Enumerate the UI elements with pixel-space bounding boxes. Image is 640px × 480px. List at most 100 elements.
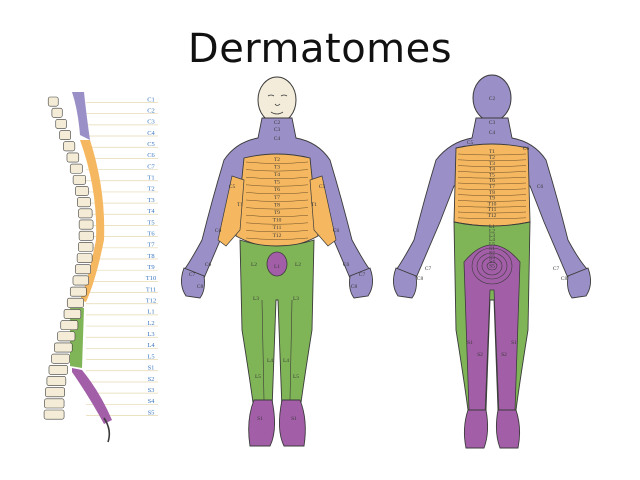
back-lumbar-label: L1 — [489, 224, 495, 230]
back-lumbar-label: S4 — [489, 259, 495, 265]
coccyx — [103, 417, 111, 443]
front-leg-label: L3 — [253, 296, 259, 302]
vertebra — [72, 174, 86, 185]
front-arm-label: T1 — [237, 202, 243, 208]
vertebrae — [43, 96, 94, 420]
front-leg-label: L3 — [293, 296, 299, 302]
back-trunk-band — [457, 200, 527, 202]
back-arm-label: C7 — [553, 266, 560, 272]
front-arm-label: C5 — [319, 184, 326, 190]
back-trunk-band — [457, 205, 527, 208]
front-chest-label: T10 — [273, 218, 282, 224]
vertebra — [57, 331, 76, 342]
spine-level-label: L1 — [147, 309, 154, 316]
front-leg-label: L5 — [293, 374, 299, 380]
spinal-cord-thoracic — [80, 140, 105, 302]
back-right-foot — [495, 409, 521, 449]
front-neck-label: C3 — [274, 127, 281, 133]
front-leg-label: L5 — [255, 374, 261, 380]
vertebra — [66, 297, 84, 308]
vertebra — [78, 230, 94, 241]
spinal-cord-cervical — [72, 92, 90, 140]
back-trunk-band — [457, 211, 527, 214]
vertebra — [69, 163, 83, 174]
front-arm-label: C5 — [229, 184, 236, 190]
slide-title: Dermatomes — [187, 26, 453, 72]
front-chest-band — [245, 169, 309, 172]
back-trunk-band — [457, 182, 527, 185]
back-lumbar-label: S2 — [489, 250, 495, 256]
front-chest-label: T9 — [274, 210, 280, 216]
spine-level-label: T11 — [146, 286, 156, 293]
spine-level-label: S4 — [148, 398, 156, 405]
front-chest-bands — [245, 161, 309, 240]
spine-level-label: L2 — [147, 320, 154, 327]
back-lumbar-label: L5 — [489, 242, 495, 248]
spine-level-label: T3 — [147, 197, 154, 204]
front-arm-label: C6 — [215, 228, 222, 234]
back-body-figure: T1T2T3T4T5T6T7T8T9T10T11T12L1L2L3L4L5S1S… — [393, 74, 591, 449]
front-chest-band — [245, 199, 309, 202]
spine-level-label: L5 — [147, 353, 154, 360]
vertebra — [75, 186, 89, 196]
back-shoulder-label: C5 — [467, 140, 474, 146]
back-trunk-band — [457, 194, 527, 196]
front-body-figure: T2T3T4T5T6T7T8T9T10T11T12C2C3C4C5T1C6C5T… — [181, 76, 373, 447]
front-neck-label: C2 — [274, 120, 281, 126]
front-chest-band — [245, 176, 309, 179]
front-chest-band — [245, 230, 309, 233]
back-trunk-band — [457, 188, 527, 191]
back-trunk-label: T6 — [489, 178, 495, 184]
back-lumbar-label: L3 — [489, 233, 495, 239]
vertebra — [77, 197, 91, 208]
front-groin — [266, 251, 288, 277]
back-trunk-label: T1 — [489, 149, 495, 155]
spine-level-label: T1 — [147, 175, 154, 182]
spine-level-label: C4 — [147, 130, 155, 137]
vertebra — [78, 219, 94, 230]
front-dermatome-labels: T2T3T4T5T6T7T8T9T10T11T12C2C3C4C5T1C6C5T… — [189, 120, 366, 422]
back-trunk-label: T12 — [488, 213, 497, 219]
back-lumbar-label: S3 — [489, 255, 495, 261]
back-trunk-label: T7 — [489, 184, 495, 190]
front-leg-label: L4 — [267, 358, 273, 364]
spine-level-label: S2 — [148, 376, 155, 383]
back-trunk-label: T9 — [489, 196, 495, 202]
front-chest-band — [245, 192, 309, 195]
back-trunk-label: T8 — [489, 190, 495, 196]
front-hand-label: C6 — [343, 262, 350, 268]
spine-level-label: T10 — [146, 275, 156, 282]
spine-level-label: T5 — [147, 219, 154, 226]
vertebra — [72, 275, 89, 286]
front-chest-label: T12 — [273, 233, 282, 239]
front-leg-label: S1 — [291, 416, 297, 422]
front-groin-label: L2 — [251, 262, 257, 268]
vertebra — [45, 387, 65, 398]
vertebra — [76, 253, 93, 263]
back-head-label: C2 — [489, 96, 496, 102]
front-neck-label: C4 — [274, 136, 281, 142]
front-chest-label: T7 — [274, 195, 280, 201]
front-chest-label: T3 — [274, 164, 280, 170]
back-arm-label: C8 — [561, 276, 568, 282]
spine-level-labels: C1C2C3C4C5C6C7T1T2T3T4T5T6T7T8T9T10T11T1… — [146, 96, 156, 416]
front-hand-label: C6 — [205, 262, 212, 268]
back-trunk-label: T4 — [489, 167, 495, 173]
vertebra — [48, 364, 68, 375]
vertebra — [63, 141, 76, 152]
front-hand-label: C8 — [197, 284, 204, 290]
spine-level-label: T9 — [147, 264, 154, 271]
spine-level-label: T7 — [147, 242, 155, 249]
front-chest-label: T8 — [274, 202, 280, 208]
front-chest-band — [245, 207, 309, 210]
front-arm-label: C6 — [333, 228, 340, 234]
back-arm-label: C6 — [537, 184, 544, 190]
back-lumbar-label: L4 — [489, 237, 495, 243]
front-leg-label: S1 — [257, 416, 263, 422]
vertebra — [47, 96, 59, 107]
front-right-foot — [279, 399, 306, 447]
back-trunk-band — [457, 165, 527, 167]
front-chest-label: T5 — [274, 180, 280, 186]
back-sacral-region — [463, 244, 521, 441]
